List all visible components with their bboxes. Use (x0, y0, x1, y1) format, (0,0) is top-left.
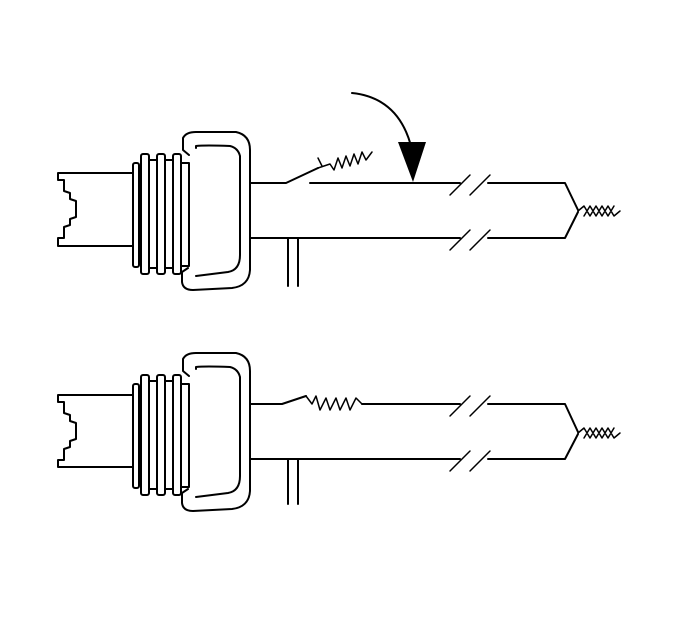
upper-wire (249, 167, 579, 211)
upper-wire (249, 395, 579, 433)
ribbed-collar (132, 374, 190, 496)
direction-arrow-shaft (351, 92, 413, 151)
spring-coil (317, 151, 373, 171)
ribbed-collar (132, 153, 190, 275)
lower-wire (249, 433, 579, 505)
view-bottom (57, 352, 621, 512)
boot-housing (181, 352, 251, 512)
direction-arrowhead (398, 142, 426, 182)
twisted-end (577, 205, 621, 217)
twisted-end (577, 427, 621, 439)
boot-housing (181, 131, 251, 291)
tube-stub (57, 394, 134, 468)
break-marks (449, 174, 491, 251)
lower-wire (249, 211, 579, 287)
view-top (57, 92, 621, 291)
break-marks (449, 395, 491, 472)
spring-coil (305, 395, 363, 411)
tube-stub (57, 172, 134, 247)
